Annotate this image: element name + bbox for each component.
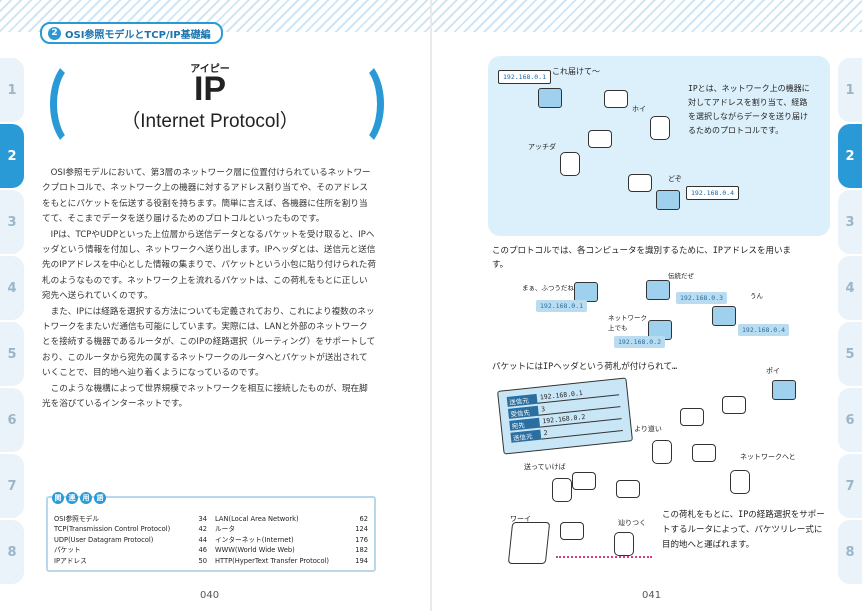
caption: うん xyxy=(750,292,763,300)
caption: ネットワーク上でも xyxy=(608,314,647,332)
side-tab-6[interactable]: 6 xyxy=(838,388,862,452)
chapter-title: OSI参照モデルとTCP/IP基礎編 xyxy=(65,29,211,41)
caption: まぁ、ふつうだね xyxy=(522,284,574,292)
side-tab-8[interactable]: 8 xyxy=(838,520,862,584)
side-tab-2[interactable]: 2 xyxy=(838,124,862,188)
ip-signpost: 192.168.0.1 xyxy=(498,70,552,84)
ip-signpost: 192.168.0.4 xyxy=(686,186,740,200)
robot-character xyxy=(614,532,634,556)
page-number-left: 040 xyxy=(200,590,220,601)
router-character xyxy=(507,522,551,564)
side-tab-7[interactable]: 7 xyxy=(0,454,24,518)
book-gutter xyxy=(430,0,432,611)
title-ruby: アイピー xyxy=(190,64,230,75)
packet-icon xyxy=(572,472,596,490)
robot-character xyxy=(730,470,750,494)
side-tab-5[interactable]: 5 xyxy=(838,322,862,386)
side-tab-7[interactable]: 7 xyxy=(838,454,862,518)
body-text: OSI参照モデルにおいて、第3層のネットワーク層に位置付けられているネットワーク… xyxy=(42,166,376,413)
speech-text: ワーイ xyxy=(510,515,531,523)
computer-character xyxy=(538,88,562,108)
side-tab-4[interactable]: 4 xyxy=(838,256,862,320)
speech-text: ポイ xyxy=(766,367,780,375)
related-term[interactable]: UDP(User Datagram Protocol)44 xyxy=(54,535,207,544)
computer-character xyxy=(646,280,670,300)
left-bracket-decoration xyxy=(50,58,104,150)
paragraph: IPは、TCPやUDPといった上位層から送信データとなるパケットを受け取ると、I… xyxy=(42,229,376,302)
right-bracket-decoration xyxy=(330,58,384,150)
packet-icon xyxy=(588,130,612,148)
dotted-arrow xyxy=(556,556,652,558)
page-number-right: 041 xyxy=(642,590,662,601)
speech-text: 送っていけば xyxy=(524,463,566,471)
ip-address-label: 192.168.0.1 xyxy=(536,300,588,312)
related-term[interactable]: HTTP(HyperText Transfer Protocol)194 xyxy=(215,556,368,565)
side-tab-1[interactable]: 1 xyxy=(838,58,862,122)
robot-character xyxy=(552,478,572,502)
robot-character xyxy=(652,440,672,464)
side-tab-1[interactable]: 1 xyxy=(0,58,24,122)
related-term[interactable]: WWW(World Wide Web)182 xyxy=(215,546,368,555)
speech-text: ネットワークへと xyxy=(740,453,796,461)
explanation-text-2: パケットにはIPヘッダという荷札が付けられて… xyxy=(492,362,678,372)
packet-icon xyxy=(616,480,640,498)
packet-icon xyxy=(692,444,716,462)
ip-address-label: 192.168.0.4 xyxy=(738,324,790,336)
side-tab-3[interactable]: 3 xyxy=(0,190,24,254)
robot-character xyxy=(560,152,580,176)
caption: 伝統だぜ xyxy=(668,272,694,280)
packet-icon xyxy=(604,90,628,108)
speech-text: ホイ xyxy=(632,105,646,113)
related-term[interactable]: インターネット(Internet)176 xyxy=(215,535,368,544)
ip-address-label: 192.168.0.2 xyxy=(614,336,666,348)
packet-icon xyxy=(722,396,746,414)
side-tab-8[interactable]: 8 xyxy=(0,520,24,584)
related-term[interactable]: TCP(Transmission Control Protocol)42 xyxy=(54,525,207,534)
speech-text: これ届けて〜 xyxy=(552,67,600,76)
explanation-text-3: この荷札をもとに、IPの経路選択をサポートするルータによって、パケツリレー式に目… xyxy=(662,510,825,550)
computer-character xyxy=(712,306,736,326)
side-tab-5[interactable]: 5 xyxy=(0,322,24,386)
side-tab-2[interactable]: 2 xyxy=(0,124,24,188)
chapter-number: 2 xyxy=(48,26,61,40)
paragraph: このような機構によって世界規模でネットワークを相互に接続したものが、現在脚光を浴… xyxy=(42,383,368,410)
related-terms-heading: 関 連 用 語 xyxy=(52,492,106,504)
robot-character xyxy=(650,116,670,140)
ip-address-label: 192.168.0.3 xyxy=(676,292,728,304)
page-subtitle: （Internet Protocol） xyxy=(121,111,299,132)
speech-text: どぞ xyxy=(668,175,682,183)
computer-character xyxy=(656,190,680,210)
left-side-tabs: 1 2 3 4 5 6 7 8 xyxy=(0,58,24,586)
paragraph: また、IPには経路を選択する方法についても定義されており、これにより複数のネット… xyxy=(42,306,376,379)
explanation-text-1: このプロトコルでは、各コンピュータを識別するために、IPアドレスを用います。 xyxy=(492,246,791,270)
panel-description: IPとは、ネットワーク上の機器に対してアドレスを割り当て、経路を選択しながらデー… xyxy=(688,84,810,135)
page-title: IP xyxy=(193,70,227,108)
side-tab-6[interactable]: 6 xyxy=(0,388,24,452)
speech-text: 辿りつく xyxy=(618,519,647,527)
packet-icon xyxy=(680,408,704,426)
packet-icon xyxy=(628,174,652,192)
packet-icon xyxy=(560,522,584,540)
right-side-tabs: 1 2 3 4 5 6 7 8 xyxy=(838,58,862,586)
related-term[interactable]: LAN(Local Area Network)62 xyxy=(215,515,368,523)
chapter-tab: 2 OSI参照モデルとTCP/IP基礎編 xyxy=(40,22,223,44)
paragraph: OSI参照モデルにおいて、第3層のネットワーク層に位置付けられているネットワーク… xyxy=(42,168,371,225)
speech-text: アッチダ xyxy=(528,143,556,151)
side-tab-4[interactable]: 4 xyxy=(0,256,24,320)
computer-character xyxy=(772,380,796,400)
speech-text: より道い xyxy=(634,425,662,433)
side-tab-3[interactable]: 3 xyxy=(838,190,862,254)
computer-character xyxy=(574,282,598,302)
